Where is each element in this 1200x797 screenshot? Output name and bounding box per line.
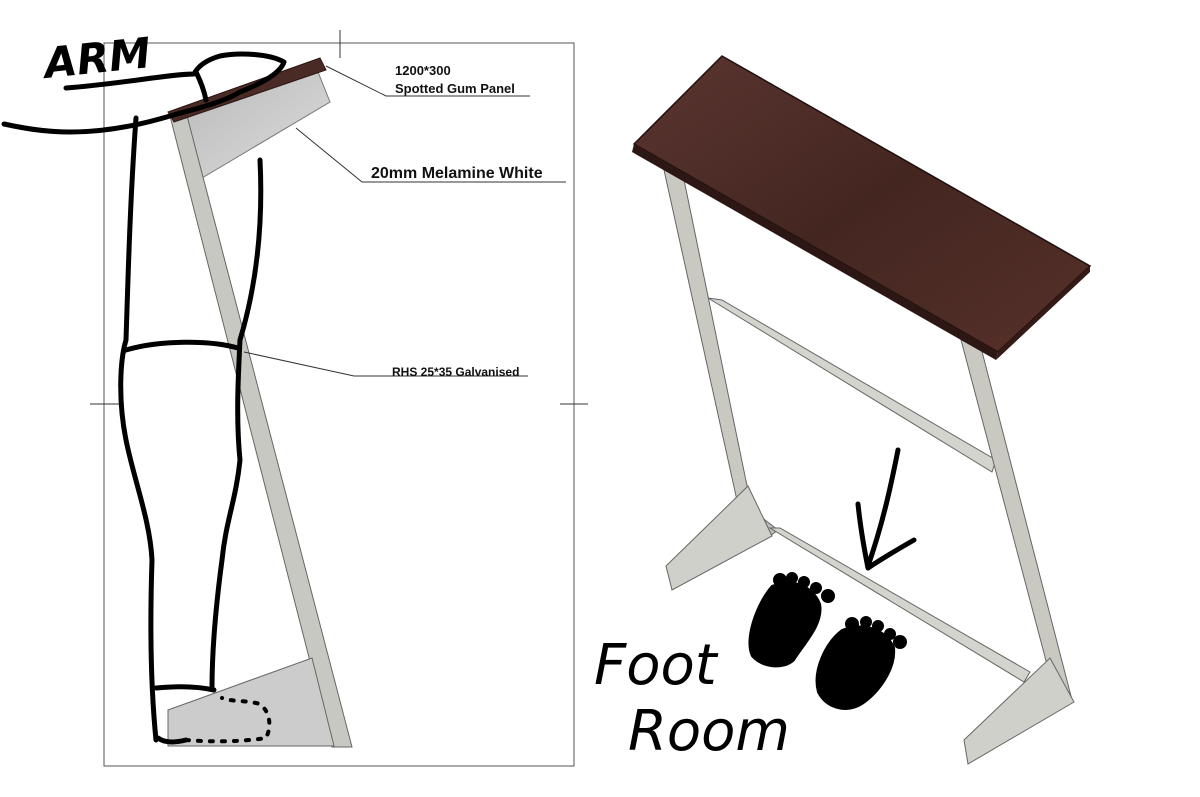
drawing-frame: [103, 42, 575, 767]
body-back: [209, 157, 264, 691]
foot-plate-right: [963, 657, 1075, 765]
foot-plate-left: [665, 485, 773, 591]
hand-label-arm: ARM: [39, 28, 153, 88]
timber-top-edge: [632, 144, 998, 360]
hand-label-foot: Foot: [594, 633, 719, 698]
footprint-right: [815, 625, 896, 710]
foot-plate: [167, 657, 335, 747]
side-elevation: 1200*300 Spotted Gum Panel 20mm Melamine…: [90, 30, 588, 767]
leader-panel: [325, 65, 530, 97]
dotted-foot: [184, 696, 272, 744]
label-panel-material: Spotted Gum Panel: [395, 81, 515, 96]
knee-line: [123, 339, 241, 353]
hand-sketch: [193, 69, 209, 103]
leader-shelf: [295, 127, 566, 183]
label-panel-size: 1200*300: [395, 63, 451, 78]
body-front: [118, 115, 159, 743]
shoe-top: [153, 684, 217, 693]
shoe-toe: [155, 735, 189, 745]
footprints-icon: [748, 572, 907, 710]
isometric-view: [632, 55, 1092, 765]
arm-sketch: [1, 51, 287, 135]
label-shelf-material: 20mm Melamine White: [371, 165, 543, 182]
leg-left-upper: [663, 169, 753, 515]
hand-label-room: Room: [628, 699, 790, 764]
timber-top-edge-side: [996, 266, 1090, 360]
crossbar-lower: [768, 527, 1031, 683]
person-sketch: [1, 51, 287, 745]
down-left-arrow-icon: [855, 447, 917, 571]
footprint-left: [748, 581, 822, 668]
leader-frame: [243, 351, 528, 377]
label-frame-material: RHS 25*35 Galvanised: [392, 365, 519, 379]
